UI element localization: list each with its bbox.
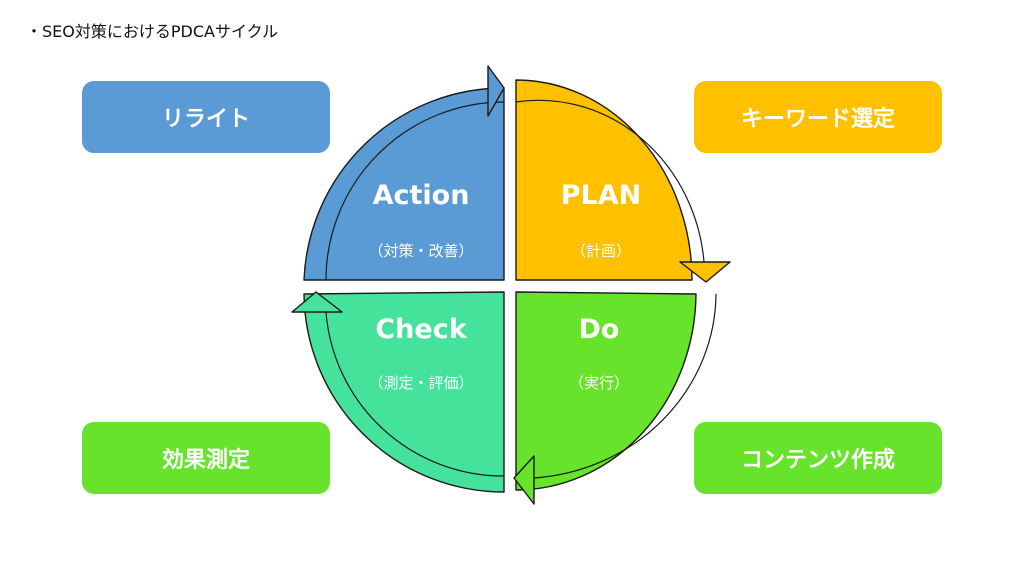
do-arrow-head (513, 455, 535, 505)
action-arc-guide (325, 101, 505, 281)
do-arc-guide (533, 293, 717, 479)
check-arc-guide (325, 311, 505, 477)
plan-arrow-head (679, 261, 731, 283)
check-quadrant (303, 291, 505, 493)
do-quadrant (515, 291, 697, 491)
do-subtitle: （実行） (569, 374, 629, 392)
do-title: Do (579, 314, 620, 345)
keyword-selection-box: キーワード選定 (694, 81, 942, 153)
check-subtitle: （測定・評価） (368, 374, 473, 392)
action-title: Action (373, 180, 470, 211)
action-subtitle: （対策・改善） (368, 242, 473, 260)
check-arrow-head (291, 291, 343, 313)
effect-measurement-box: 効果測定 (82, 422, 330, 494)
check-title: Check (375, 314, 467, 345)
action-arrow-head (487, 65, 505, 117)
page-title: ・SEO対策におけるPDCAサイクル (26, 22, 279, 41)
action-quadrant (303, 87, 505, 281)
plan-title: PLAN (561, 180, 642, 211)
rewrite-box: リライト (82, 81, 330, 153)
plan-quadrant (515, 79, 693, 281)
plan-arc-guide (515, 99, 705, 263)
content-creation-box: コンテンツ作成 (694, 422, 942, 494)
plan-subtitle: （計画） (571, 242, 631, 260)
